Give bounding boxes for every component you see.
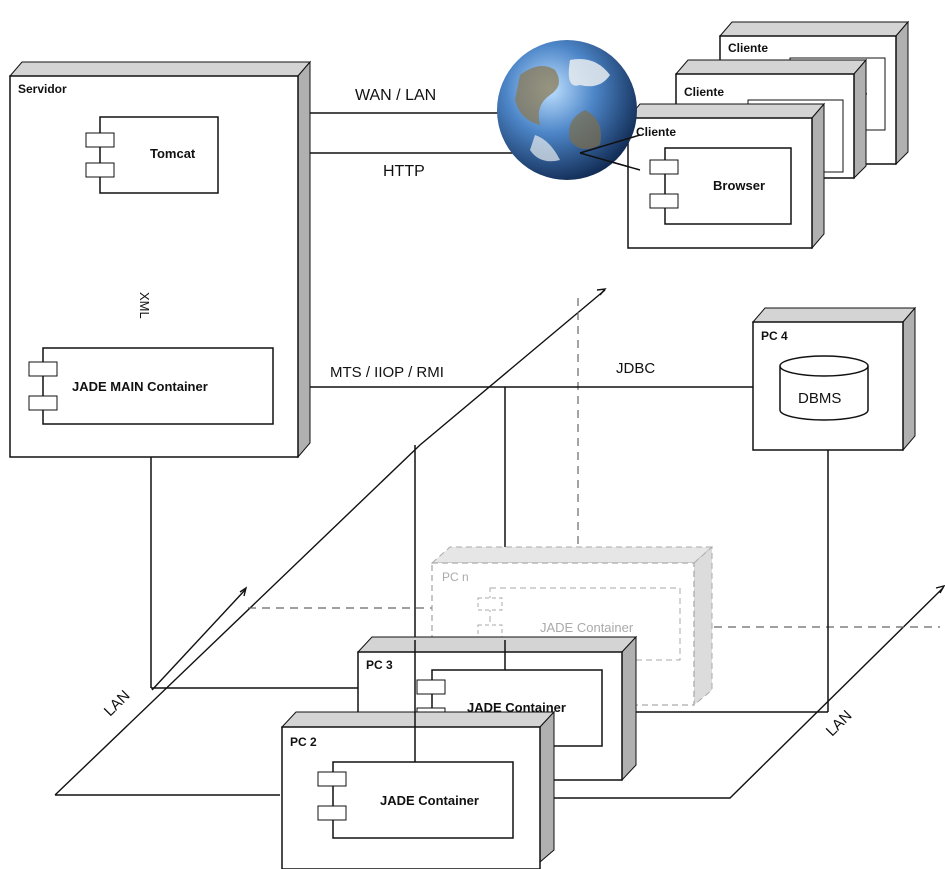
pc2-node[interactable]: PC 2 JADE Container xyxy=(280,710,556,869)
browser-component[interactable]: Browser xyxy=(649,147,792,225)
lan-left-label: LAN xyxy=(101,687,134,720)
jdbc-label: JDBC xyxy=(616,360,655,377)
pcn-label: PC n xyxy=(442,570,469,584)
tomcat-component[interactable]: Tomcat xyxy=(85,116,219,194)
dbms-label: DBMS xyxy=(798,390,841,407)
cliente-front-label: Cliente xyxy=(636,125,676,139)
mts-label: MTS / IIOP / RMI xyxy=(330,364,444,381)
cliente-mid-label: Cliente xyxy=(684,85,724,99)
tomcat-label: Tomcat xyxy=(150,146,196,161)
pc2-label: PC 2 xyxy=(290,735,317,749)
dbms-icon[interactable]: DBMS xyxy=(779,355,869,421)
pc2-container-label: JADE Container xyxy=(380,793,479,808)
browser-label: Browser xyxy=(713,178,765,193)
http-label: HTTP xyxy=(383,163,425,180)
cliente-back-label: Cliente xyxy=(728,41,768,55)
wan-lan-label: WAN / LAN xyxy=(355,87,436,104)
pcn-container-label: JADE Container xyxy=(540,620,634,635)
jade-main-label: JADE MAIN Container xyxy=(72,379,208,394)
servidor-label: Servidor xyxy=(18,82,67,96)
jade-main-component[interactable]: JADE MAIN Container xyxy=(28,347,274,425)
lan-axis-arrow xyxy=(151,586,248,691)
pc4-label: PC 4 xyxy=(761,329,788,343)
globe-to-client-lines xyxy=(579,134,641,171)
globe-icon xyxy=(497,40,637,180)
pc3-container-label: JADE Container xyxy=(467,700,566,715)
dashed-links xyxy=(248,298,940,628)
pc3-label: PC 3 xyxy=(366,658,393,672)
lan-plane-right xyxy=(540,585,945,799)
xml-label: XML xyxy=(137,292,152,319)
lan-plane-left xyxy=(54,288,607,796)
